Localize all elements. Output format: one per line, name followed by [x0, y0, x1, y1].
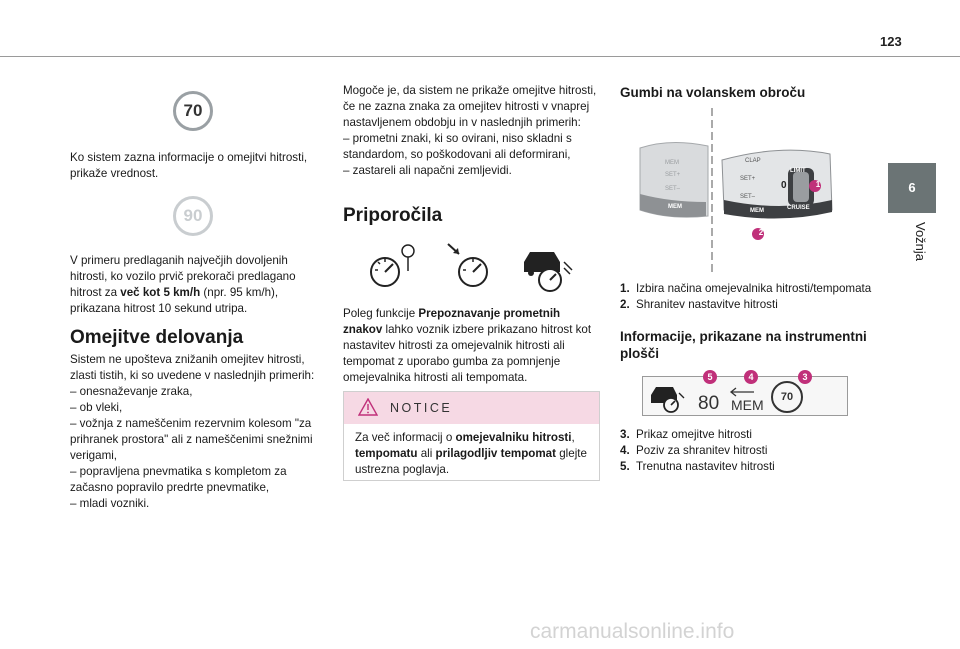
text-span: (npr. 95 km/h), prikazana hitrost 10 sek…	[70, 286, 279, 315]
page-number: 123	[880, 34, 902, 49]
list-item: – popravljena pnevmatika s kompletom za …	[70, 465, 287, 494]
panel-legend: 3. Prikaz omejitve hitrosti 4. Poziv za sh…	[620, 427, 882, 475]
list-item: – ob vleki,	[70, 401, 123, 414]
section-heading-recommendations: Priporočila	[343, 205, 443, 226]
item-number: 5.	[620, 460, 630, 473]
chapter-tab[interactable]: 6	[888, 163, 936, 213]
item-text: Izbira načina omejevalnika hitrosti/temp…	[636, 282, 872, 295]
stalk-set-minus-faded: SET–	[665, 186, 681, 192]
list-item: 4. Poziv za shranitev hitrosti	[620, 443, 882, 459]
callout-5: 5	[703, 370, 717, 384]
text-bold: prilagodljiv tempomat	[435, 447, 556, 460]
text-span: Poleg funkcije	[343, 307, 419, 320]
section-heading-buttons: Gumbi na volanskem obroču	[620, 85, 806, 100]
stalk-limit-label: LIMIT	[790, 168, 806, 174]
text-span: ali	[417, 447, 436, 460]
paragraph-detected: Ko sistem zazna informacije o omejitvi h…	[70, 151, 308, 180]
section-heading-limits: Omejitve delovanja	[70, 327, 244, 348]
recommendation-paragraph: Poleg funkcije Prepoznavanje prometnih z…	[343, 306, 601, 386]
notice-box: NOTICE Za več informacij o omejevalniku …	[343, 391, 600, 481]
limits-body: Sistem ne upošteva znižanih omejitev hit…	[70, 352, 325, 512]
list-item: – onesnaževanje zraka,	[70, 385, 193, 398]
item-text: Shranitev nastavitve hitrosti	[636, 298, 778, 311]
watermark[interactable]: carmanualsonline.info	[530, 620, 735, 643]
text-span: ,	[571, 431, 575, 444]
stalk-set-minus-label: SET–	[740, 194, 756, 200]
notice-title: NOTICE	[390, 401, 453, 415]
stalk-mem-faded-band: MEM	[668, 204, 682, 210]
item-text: Poziv za shranitev hitrosti	[636, 444, 768, 457]
speedometer-arrow-icon	[447, 243, 488, 287]
stalk-set-plus-label: SET+	[740, 176, 756, 182]
col2-intro: Mogoče je, da sistem ne prikaže omejitve…	[343, 84, 597, 129]
stalk-mem-faded: MEM	[665, 160, 679, 166]
list-item: – mladi vozniki.	[70, 497, 150, 510]
col2-body: Mogoče je, da sistem ne prikaže omejitve…	[343, 83, 601, 179]
callout-1: 1	[815, 180, 821, 189]
header-divider	[0, 56, 960, 57]
callout-4: 4	[744, 370, 758, 384]
list-item: 3. Prikaz omejitve hitrosti	[620, 427, 882, 443]
previous-speed-sign-icon: 90	[173, 196, 213, 236]
text-bold: več kot 5 km/h	[120, 286, 201, 299]
stalk-zero-label: 0	[781, 180, 787, 191]
callout-3: 3	[798, 370, 812, 384]
list-item: – zastareli ali napačni zemljevidi.	[343, 164, 512, 177]
list-item: – vožnja z nameščenim rezervnim kolesom …	[70, 417, 313, 462]
item-number: 3.	[620, 428, 630, 441]
stalk-set-plus-faded: SET+	[665, 172, 681, 178]
speed-limit-value: 70	[183, 101, 203, 120]
instrument-panel: 80 MEM 70	[642, 376, 848, 416]
paragraph-exceed: V primeru predlaganih največjih dovoljen…	[70, 253, 325, 317]
notice-header: NOTICE	[344, 392, 599, 424]
item-text: Trenutna nastavitev hitrosti	[636, 460, 775, 473]
stalk-legend: 1. Izbira načina omejevalnika hitrosti/te…	[620, 281, 882, 313]
warning-triangle-icon	[358, 398, 378, 416]
item-number: 1.	[620, 282, 630, 295]
text-bold: omejevalniku hitrosti	[455, 431, 572, 444]
list-item: 2. Shranitev nastavitve hitrosti	[620, 297, 882, 313]
limits-intro: Sistem ne upošteva znižanih omejitev hit…	[70, 353, 315, 382]
text-span: lahko voznik izbere prikazano hitrost ko…	[343, 323, 592, 384]
callout-2: 2	[758, 228, 764, 237]
text-span: Za več informacij o	[355, 431, 456, 444]
arrow-left-icon	[729, 387, 754, 397]
chapter-label: Vožnja	[913, 222, 928, 262]
list-item: 1. Izbira načina omejevalnika hitrosti/te…	[620, 281, 882, 297]
previous-speed-value: 90	[183, 206, 203, 225]
text-bold: tempomatu	[355, 447, 418, 460]
speedometer-sign-icon	[370, 244, 415, 287]
panel-speed-sign-icon: 70	[771, 381, 803, 413]
notice-text: Za več informacij o omejevalniku hitrost…	[355, 430, 591, 478]
stalk-cruise-label: CRUISE	[787, 205, 810, 211]
section-heading-instrument: Informacije, prikazane na instrumentni p…	[620, 329, 867, 361]
list-item: 5. Trenutna nastavitev hitrosti	[620, 459, 882, 475]
text-span: V primeru predlaganih največjih dovoljen…	[70, 254, 296, 299]
text-span: glejte ustrezna poglavja.	[355, 447, 587, 476]
item-text: Prikaz omejitve hitrosti	[636, 428, 752, 441]
stalk-clap-label: CLAP	[745, 158, 761, 164]
mem-prompt: MEM	[731, 397, 764, 413]
current-speed-setting: 80	[698, 393, 720, 414]
list-item: – prometni znaki, ki so ovirani, niso sk…	[343, 132, 572, 161]
car-speedometer-icon	[524, 252, 573, 292]
text-bold: Prepoznavanje prometnih znakov	[343, 307, 561, 336]
steering-stalk-diagram	[639, 108, 833, 274]
car-speed-icon	[651, 387, 685, 413]
item-number: 2.	[620, 298, 630, 311]
speed-limit-sign-icon: 70	[173, 91, 213, 131]
item-number: 4.	[620, 444, 630, 457]
panel-sign-value: 70	[780, 391, 794, 403]
stalk-mem-button[interactable]: MEM	[750, 208, 764, 214]
